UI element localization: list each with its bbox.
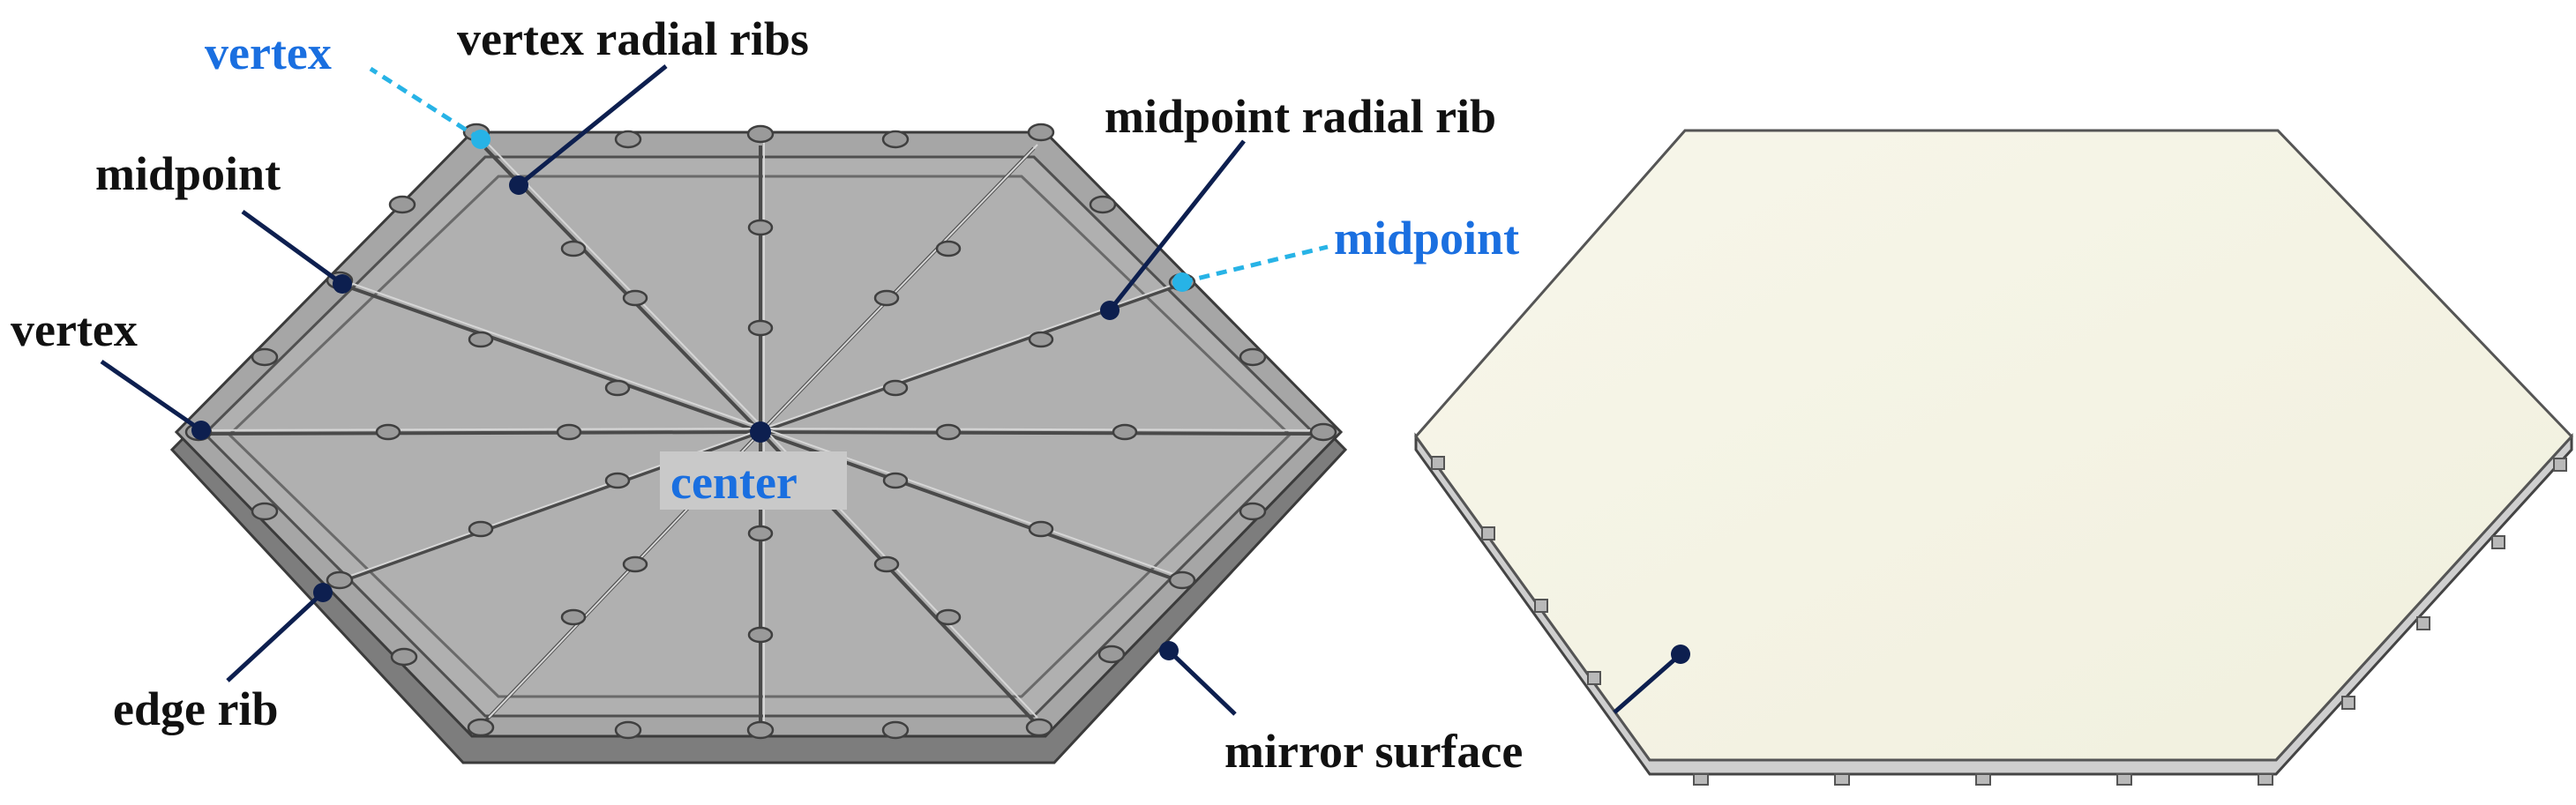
dot-vertex-top — [471, 130, 490, 149]
dot-mirror-surface-left — [1159, 641, 1179, 660]
rib-structure-view — [169, 123, 1348, 764]
dot-edge-rib — [313, 583, 333, 602]
leader-vertex-top — [369, 66, 483, 142]
label-vertex-radial-ribs: vertex radial ribs — [457, 12, 809, 65]
radial-rib — [483, 146, 762, 434]
mirror-surface-view — [1414, 129, 2574, 786]
leader-lines — [100, 64, 1690, 716]
radial-rib — [760, 430, 1320, 436]
leader-vertex-radial-ribs — [517, 64, 668, 187]
leader-midpoint-radial-rib — [1108, 139, 1246, 312]
label-edge-rib: edge rib — [113, 682, 278, 735]
radial-rib — [339, 282, 761, 434]
label-vertex-left: vertex — [11, 303, 138, 356]
leader-vertex-left — [100, 359, 203, 433]
leader-midpoint-right — [1181, 244, 1329, 285]
mirror-face — [1414, 129, 2574, 762]
label-vertex-top: vertex — [205, 26, 332, 79]
leader-mirror-surface-right — [1613, 652, 1682, 714]
label-midpoint-left: midpoint — [95, 147, 281, 200]
dot-midpoint-left — [333, 274, 352, 294]
leader-mirror-surface-left — [1167, 649, 1237, 716]
leader-midpoint-left — [241, 209, 344, 287]
label-midpoint-radial-rib: midpoint radial rib — [1105, 90, 1496, 143]
dot-mirror-surface-right — [1671, 645, 1690, 664]
dot-vertex-left — [191, 421, 211, 440]
dot-midpoint-radial-rib — [1100, 301, 1120, 320]
label-midpoint-right: midpoint — [1334, 212, 1519, 265]
mirror-support-pads — [1431, 456, 2567, 786]
label-mirror-surface: mirror surface — [1224, 725, 1523, 778]
center-label-backdrop — [660, 451, 847, 510]
dot-vertex-radial-ribs — [509, 175, 528, 195]
dot-midpoint-right — [1172, 272, 1192, 292]
label-center: center — [670, 456, 798, 509]
labels: vertex vertex radial ribs midpoint radia… — [11, 12, 1523, 778]
radial-rib — [200, 430, 761, 436]
leader-edge-rib — [226, 591, 325, 682]
dot-center — [750, 421, 771, 443]
